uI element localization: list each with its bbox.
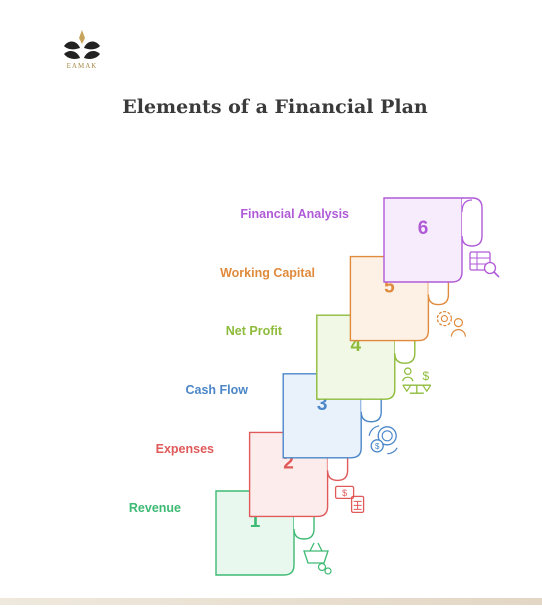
step-number: 5: [384, 277, 395, 298]
page-title: Elements of a Financial Plan: [122, 96, 428, 118]
basket-money-icon: [303, 542, 332, 575]
svg-text:$: $: [422, 369, 429, 383]
step-number: 2: [283, 452, 294, 473]
svg-text:$: $: [375, 442, 380, 451]
step-panel: [383, 197, 463, 283]
step-panel-curl: [461, 197, 483, 247]
step-number: 1: [250, 511, 261, 532]
step-label-revenue: Revenue: [128, 501, 181, 515]
brand-logo-icon: [64, 30, 100, 59]
gears-person-icon: [436, 310, 466, 337]
step-number: 6: [418, 218, 429, 239]
coins-cycle-icon: $: [368, 425, 398, 455]
footer-strip: [0, 598, 542, 605]
balance-scale-icon: $: [402, 367, 432, 394]
step-6: 6: [383, 197, 500, 283]
cash-calculator-icon: $: [334, 485, 365, 514]
step-label-net-profit: Net Profit: [225, 324, 282, 338]
step-label-expenses: Expenses: [155, 442, 214, 456]
table-magnifier-icon: [469, 251, 500, 278]
step-label-financial-analysis: Financial Analysis: [240, 207, 349, 221]
step-label-working-capital: Working Capital: [220, 266, 315, 280]
step-label-cash-flow: Cash Flow: [185, 383, 248, 397]
brand-logo-text: EAMAK: [66, 62, 98, 70]
step-number: 3: [317, 394, 328, 415]
step-panel-curl-inner: [461, 199, 473, 213]
step-number: 4: [351, 335, 362, 356]
svg-text:$: $: [342, 488, 347, 498]
